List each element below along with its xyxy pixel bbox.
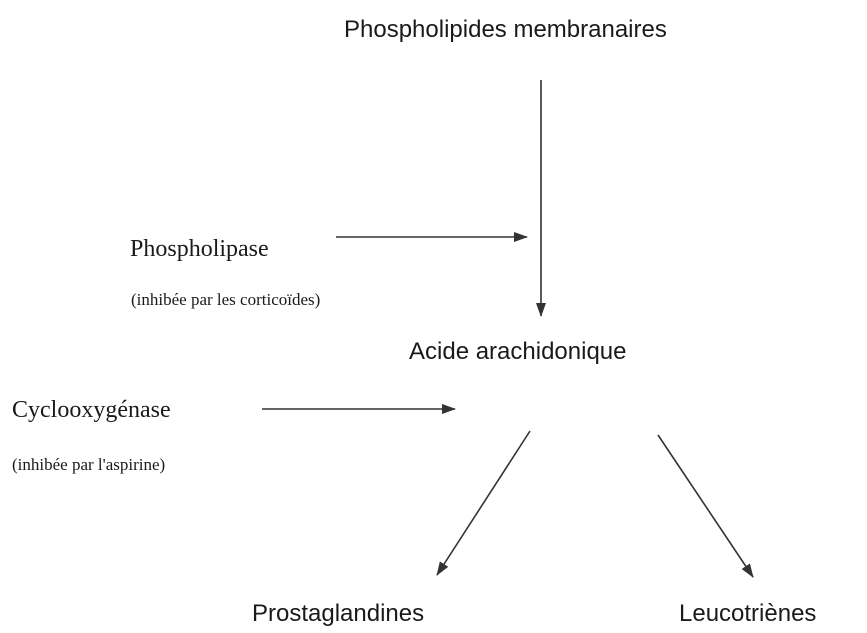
node-arachidonic-acid: Acide arachidonique [409, 338, 627, 365]
enzyme-phospholipase-label: Phospholipase [130, 236, 269, 262]
node-leukotrienes: Leucotriènes [679, 600, 817, 627]
arrow-to-leukotrienes [657, 434, 754, 578]
node-prostaglandins: Prostaglandines [252, 600, 425, 627]
node-membrane-phospholipids: Phospholipides membranaires [344, 16, 667, 43]
arrow-to-prostaglandins [436, 430, 531, 576]
enzyme-cyclooxygenase-note: (inhibée par l'aspirine) [12, 455, 166, 474]
enzyme-phospholipase-note: (inhibée par les corticoïdes) [131, 290, 321, 309]
enzyme-cyclooxygenase-label: Cyclooxygénase [12, 397, 171, 423]
